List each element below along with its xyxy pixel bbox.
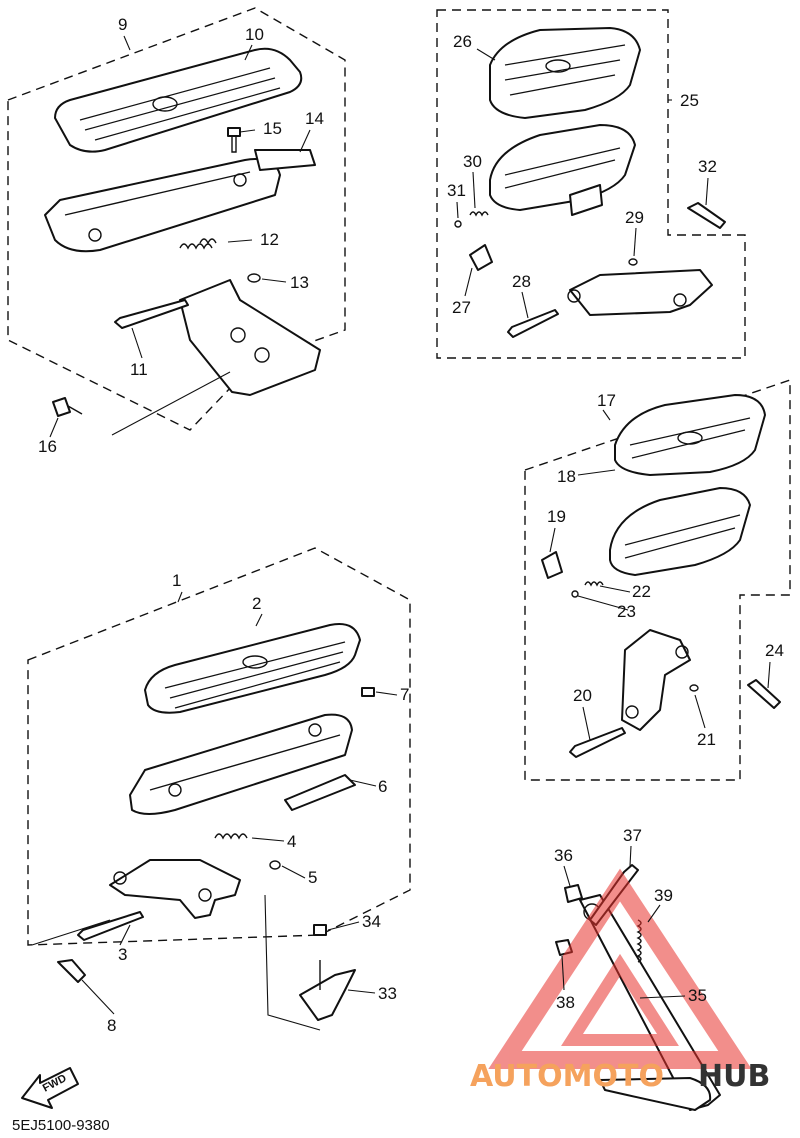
group-25-assembly <box>436 9 746 359</box>
part-label: 3 <box>118 945 127 964</box>
bolt-8 <box>57 959 86 983</box>
plate-19 <box>541 551 563 579</box>
bolt-16 <box>52 397 83 417</box>
watermark: AUTOMOTO HUB <box>470 868 770 1094</box>
part-label: 39 <box>654 886 673 905</box>
nut-36 <box>564 884 583 903</box>
screw-7 <box>361 687 375 697</box>
spring-30 <box>469 211 489 217</box>
screw-15 <box>227 127 241 153</box>
part-label: 4 <box>287 832 296 851</box>
plate-27 <box>469 244 493 271</box>
part-label: 10 <box>245 25 264 44</box>
part-label: 28 <box>512 272 531 291</box>
bolt-3 <box>77 911 144 941</box>
group-9-boundary <box>7 7 346 431</box>
part-label: 13 <box>290 273 309 292</box>
group-17-boundary <box>524 379 791 781</box>
part-label: 19 <box>547 507 566 526</box>
footboard-frame-1 <box>129 713 356 815</box>
part-label: 36 <box>554 846 573 865</box>
part-label: 34 <box>362 912 381 931</box>
part-label: 22 <box>632 582 651 601</box>
part-label: 16 <box>38 437 57 456</box>
ball-31 <box>454 220 462 228</box>
part-label: 23 <box>617 602 636 621</box>
group-1-assembly <box>27 547 411 1031</box>
group-9-assembly <box>7 7 346 436</box>
part-label: 37 <box>623 826 642 845</box>
clip-5 <box>269 860 281 870</box>
lever-6 <box>284 774 356 811</box>
footboard-pad-2 <box>144 623 361 714</box>
part-label: 32 <box>698 157 717 176</box>
part-label: 6 <box>378 777 387 796</box>
group-25-boundary <box>436 9 746 359</box>
part-label: 35 <box>688 986 707 1005</box>
part-label: 26 <box>453 32 472 51</box>
link-33 <box>299 960 356 1021</box>
spring-4 <box>214 833 248 840</box>
footboard-pad-10 <box>54 47 303 153</box>
diagram-code: 5EJ5100-9380 <box>12 1117 110 1134</box>
part-labels: 1 2 3 4 5 6 7 8 9 10 11 12 13 14 15 16 1… <box>38 15 784 1035</box>
footboard-pad-26 <box>489 27 641 119</box>
part-label: 30 <box>463 152 482 171</box>
footboard-pad-18 <box>614 394 766 476</box>
watermark-text-automoto: AUTOMOTO <box>470 1059 664 1094</box>
spring-22 <box>584 581 604 587</box>
part-label: 5 <box>308 868 317 887</box>
part-label: 11 <box>130 360 148 379</box>
bracket-17 <box>621 629 691 731</box>
part-label: 20 <box>573 686 592 705</box>
bracket-25 <box>567 269 713 316</box>
clip-21 <box>689 684 699 692</box>
part-label: 7 <box>400 685 409 704</box>
footboard-base-25 <box>489 124 636 216</box>
part-label: 25 <box>680 91 699 110</box>
part-label: 14 <box>305 109 324 128</box>
part-label: 31 <box>447 181 466 200</box>
watermark-triangle-icon <box>488 868 752 1069</box>
spring-12 <box>179 238 217 250</box>
part-label: 9 <box>118 15 127 34</box>
group-17-assembly <box>524 379 791 781</box>
part-label: 27 <box>452 298 471 317</box>
part-label: 2 <box>252 594 261 613</box>
footboard-frame-9 <box>44 149 316 253</box>
part-label: 38 <box>556 993 575 1012</box>
clip-29 <box>628 258 638 266</box>
part-label: 17 <box>597 391 616 410</box>
pin-28 <box>507 309 559 338</box>
part-label: 29 <box>625 208 644 227</box>
part-label: 24 <box>765 641 784 660</box>
screw-34 <box>313 924 327 936</box>
part-label: 8 <box>107 1016 116 1035</box>
part-label: 21 <box>697 730 716 749</box>
bolt-24 <box>747 679 781 709</box>
bolt-11 <box>114 299 189 329</box>
pin-20 <box>569 727 626 758</box>
ball-23 <box>571 590 579 598</box>
group-1-boundary <box>27 547 411 946</box>
bolt-32 <box>687 202 726 229</box>
part-label: 15 <box>263 119 282 138</box>
part-label: 1 <box>172 571 181 590</box>
leader-lines <box>49 35 771 1015</box>
fwd-arrow-icon: FWD <box>21 1067 79 1109</box>
footboard-base-17 <box>609 487 751 576</box>
part-label: 12 <box>260 230 279 249</box>
part-label: 18 <box>557 467 576 486</box>
bracket-assembly <box>179 279 321 396</box>
part-label: 33 <box>378 984 397 1003</box>
watermark-text-hub: HUB <box>698 1059 770 1094</box>
bracket-1 <box>109 859 241 919</box>
